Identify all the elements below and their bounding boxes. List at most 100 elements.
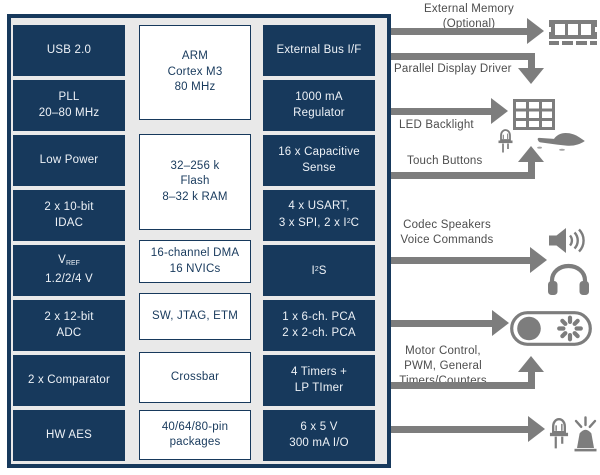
- soc-block-line: 2 x 10-bit: [44, 201, 94, 213]
- label-line: Touch Buttons: [407, 155, 483, 167]
- column-digital-peripherals: External Bus I/F 1000 mA Regulator 16 x Cap…: [263, 25, 375, 461]
- soc-block: USB 2.0: [13, 25, 125, 76]
- speaker-icon: [549, 226, 587, 255]
- soc-block: 4 Timers + LP TImer: [263, 355, 375, 406]
- soc-block-line: IDAC: [54, 216, 84, 229]
- label-touch-buttons: Touch Buttons: [407, 154, 517, 169]
- label-parallel-display-driver: Parallel Display Driver: [394, 62, 554, 77]
- arrowhead-buzzer: [528, 416, 545, 442]
- arrow-external-memory: [391, 28, 527, 35]
- soc-block: 2 x Comparator: [13, 355, 125, 406]
- soc-block-line: Crossbar: [170, 370, 220, 383]
- arrowhead-codec: [530, 247, 547, 273]
- soc-block-line: PLL: [58, 91, 80, 103]
- soc-block-line: ARM: [181, 50, 209, 63]
- soc-block: PLL 20–80 MHz: [13, 80, 125, 131]
- soc-block: 1000 mA Regulator: [263, 80, 375, 131]
- soc-block: External Bus I/F: [263, 25, 375, 76]
- arrow-parallel-display-vertical: [528, 56, 535, 68]
- soc-block-line: 16 x Capacitive: [278, 146, 360, 158]
- arrowhead-motor-return: [518, 356, 544, 372]
- soc-block: 16-channel DMA 16 NVICs: [139, 240, 251, 283]
- soc-block: I2S: [263, 245, 375, 296]
- arrow-buzzer: [391, 426, 528, 433]
- arrow-led-backlight: [391, 108, 491, 115]
- soc-block-line: 16 NVICs: [169, 262, 221, 275]
- soc-block: ARM Cortex M3 80 MHz: [139, 25, 251, 120]
- column-core: ARM Cortex M3 80 MHz 32–256 k Flash 8–32 k RA…: [139, 25, 251, 460]
- soc-block: 32–256 k Flash 8–32 k RAM: [139, 134, 251, 230]
- label-line: Voice Commands: [400, 234, 494, 246]
- soc-block-line: Flash: [180, 175, 210, 188]
- arrow-motor-return-vertical: [528, 371, 535, 382]
- soc-block-line: External Bus I/F: [276, 43, 362, 56]
- label-line: Codec Speakers: [403, 219, 491, 231]
- soc-block-line: ADC: [56, 326, 82, 339]
- soc-block-line: Regulator: [293, 106, 345, 119]
- label-line: Parallel Display Driver: [394, 63, 512, 75]
- soc-block: Low Power: [13, 135, 125, 186]
- soc-block-line: 80 MHz: [174, 81, 216, 94]
- soc-block-line: 1 x 6-ch. PCA: [282, 311, 356, 323]
- soc-block-line: 8–32 k RAM: [162, 190, 228, 203]
- arrowhead-parallel-display: [518, 68, 544, 84]
- arrowhead-external-memory: [527, 18, 544, 44]
- soc-block-line: HW AES: [46, 428, 92, 441]
- soc-block: HW AES: [13, 410, 125, 461]
- label-line: LED Backlight: [399, 119, 474, 131]
- soc-block: 40/64/80-pin packages: [139, 410, 251, 460]
- label-line: External Memory: [424, 3, 514, 15]
- arrowhead-motor: [492, 310, 509, 336]
- label-line: PWM, General: [404, 360, 482, 372]
- headphones-icon: [547, 262, 590, 296]
- soc-block-line: I2S: [311, 264, 327, 277]
- soc-block-line: 2 x Comparator: [27, 373, 111, 386]
- soc-block-line: 1.2/2/4 V: [45, 273, 93, 286]
- label-external-memory: External Memory (Optional): [394, 2, 544, 32]
- arrow-motor-return: [391, 382, 535, 389]
- soc-block-line: 4 x USART,: [288, 199, 350, 212]
- soc-block-line: 3 x SPI, 2 x I2C: [278, 217, 360, 230]
- arrow-parallel-display: [391, 53, 535, 60]
- motor-icon: [510, 311, 592, 346]
- soc-block-line: SW, JTAG, ETM: [151, 309, 239, 322]
- buzzer-siren-icon: [572, 412, 599, 453]
- led-bulb-icon: [497, 126, 514, 153]
- arrow-touch-buttons-vertical: [528, 161, 535, 172]
- soc-block-line: 1000 mA: [295, 91, 343, 103]
- arrow-touch-buttons: [391, 172, 535, 179]
- soc-block-line: 16-channel DMA: [150, 247, 240, 259]
- soc-block-line: 32–256 k: [170, 159, 220, 172]
- soc-block-line: USB 2.0: [46, 43, 92, 56]
- label-led-backlight: LED Backlight: [399, 118, 509, 133]
- arrowhead-touch-buttons: [518, 146, 544, 162]
- arrow-motor: [391, 320, 492, 327]
- soc-block-line: Sense: [302, 161, 336, 174]
- led-bulb-icon: [548, 414, 570, 449]
- soc-block-line: Low Power: [39, 153, 99, 166]
- soc-block-line: 20–80 MHz: [38, 106, 100, 119]
- label-line: (Optional): [442, 18, 496, 30]
- soc-block-line: 4 Timers +: [290, 366, 347, 378]
- soc-block: 4 x USART, 3 x SPI, 2 x I2C: [263, 190, 375, 241]
- memory-module-icon: [549, 20, 597, 47]
- soc-block-line: 6 x 5 V: [300, 421, 338, 433]
- soc-block-line: 2 x 12-bit: [44, 311, 94, 323]
- soc-block: 1 x 6-ch. PCA 2 x 2-ch. PCA: [263, 300, 375, 351]
- soc-block-line: Cortex M3: [167, 65, 223, 78]
- soc-block-line: 300 mA I/O: [289, 436, 349, 449]
- soc-block: 6 x 5 V 300 mA I/O: [263, 410, 375, 461]
- soc-block-line: packages: [169, 436, 221, 448]
- soc-block-line: 40/64/80-pin: [161, 420, 229, 433]
- soc-block-line: LP TImer: [294, 381, 344, 394]
- label-line: Motor Control,: [405, 345, 481, 357]
- led-matrix-icon: [513, 99, 555, 130]
- soc-block-line: 2 x 2-ch. PCA: [282, 326, 356, 339]
- arrow-codec: [391, 257, 530, 264]
